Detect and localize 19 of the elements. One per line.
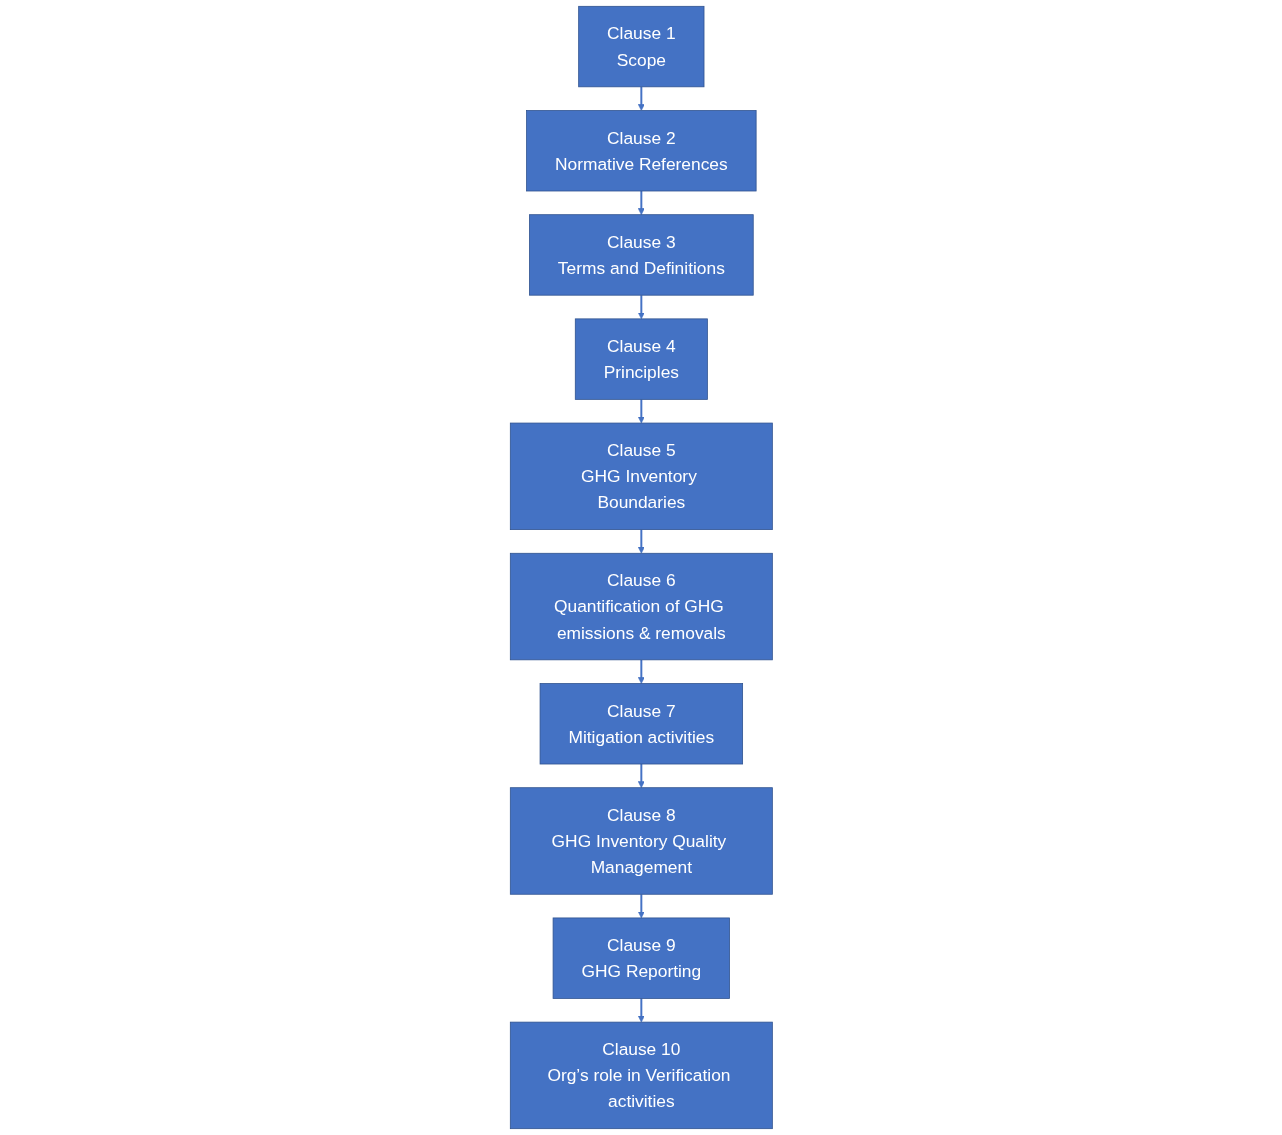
arrow	[637, 528, 645, 554]
arrow	[637, 85, 645, 111]
node-box: Clause 8 GHG Inventory Quality Management	[509, 787, 773, 895]
node-box: Clause 9 GHG Reporting	[552, 917, 730, 999]
arrow	[637, 658, 645, 684]
arrow	[637, 997, 645, 1023]
arrow	[637, 190, 645, 215]
node-box: Clause 7 Mitigation activities	[539, 683, 743, 765]
arrow	[637, 398, 645, 424]
node-box: Clause 3 Terms and Definitions	[528, 214, 754, 296]
arrow	[637, 893, 645, 919]
node-box: Clause 10 Org’s role in Verification activities	[509, 1021, 773, 1130]
node-box: Clause 5 GHG Inventory Boundaries	[509, 422, 773, 530]
node-box: Clause 4 Principles	[574, 318, 708, 400]
node-box: Clause 6 Quantification of GHG emissions & removals	[509, 552, 773, 661]
node-box: Clause 2 Normative References	[525, 110, 757, 192]
arrow	[637, 294, 645, 320]
node-box: Clause 1 Scope	[577, 5, 705, 88]
arrow	[637, 763, 645, 788]
